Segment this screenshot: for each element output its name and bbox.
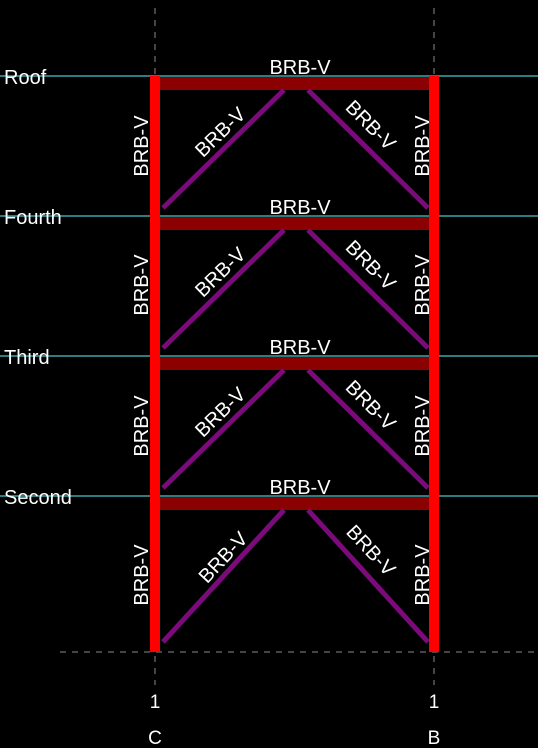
column-left (150, 76, 160, 652)
level-label-roof: Roof (4, 67, 47, 89)
beam-label: BRB-V (269, 477, 331, 499)
column-right (429, 76, 439, 652)
brace-left (161, 88, 286, 210)
brace-left (161, 368, 286, 490)
brace-right (306, 368, 430, 490)
beam-label: BRB-V (269, 337, 331, 359)
column-left-label: BRB-V (131, 115, 153, 177)
brace-right (306, 508, 430, 644)
column-right-label: BRB-V (412, 254, 434, 316)
beam-label: BRB-V (269, 57, 331, 79)
column-right-label: BRB-V (412, 544, 434, 606)
gridline-b: 1 B (428, 692, 441, 748)
level-third: Third (0, 347, 538, 369)
level-label-second: Second (4, 487, 72, 509)
column-right-label: BRB-V (412, 115, 434, 177)
beam (155, 77, 434, 90)
brace-right (306, 88, 430, 210)
beam-label: BRB-V (269, 197, 331, 219)
column-left-label: BRB-V (131, 254, 153, 316)
brace-left (161, 508, 286, 644)
gridline-c: 1 C (148, 692, 162, 748)
gridline-b-number: 1 (429, 692, 440, 713)
beam (155, 497, 434, 510)
brace-right (306, 228, 430, 350)
brace-left (161, 228, 286, 350)
level-second: Second (0, 487, 538, 509)
level-label-fourth: Fourth (4, 207, 62, 229)
beam (155, 357, 434, 370)
gridline-c-number: 1 (150, 692, 161, 713)
story-second: BRB-V BRB-V BRB-V BRB-V BRB-V (131, 477, 434, 644)
column-left-label: BRB-V (131, 395, 153, 457)
column-right-label: BRB-V (412, 395, 434, 457)
gridline-c-letter: C (148, 728, 162, 748)
beam (155, 217, 434, 230)
column-left-label: BRB-V (131, 544, 153, 606)
level-label-third: Third (4, 347, 50, 369)
level-fourth: Fourth (0, 207, 538, 229)
level-roof: Roof (0, 67, 538, 89)
gridline-b-letter: B (428, 728, 441, 748)
